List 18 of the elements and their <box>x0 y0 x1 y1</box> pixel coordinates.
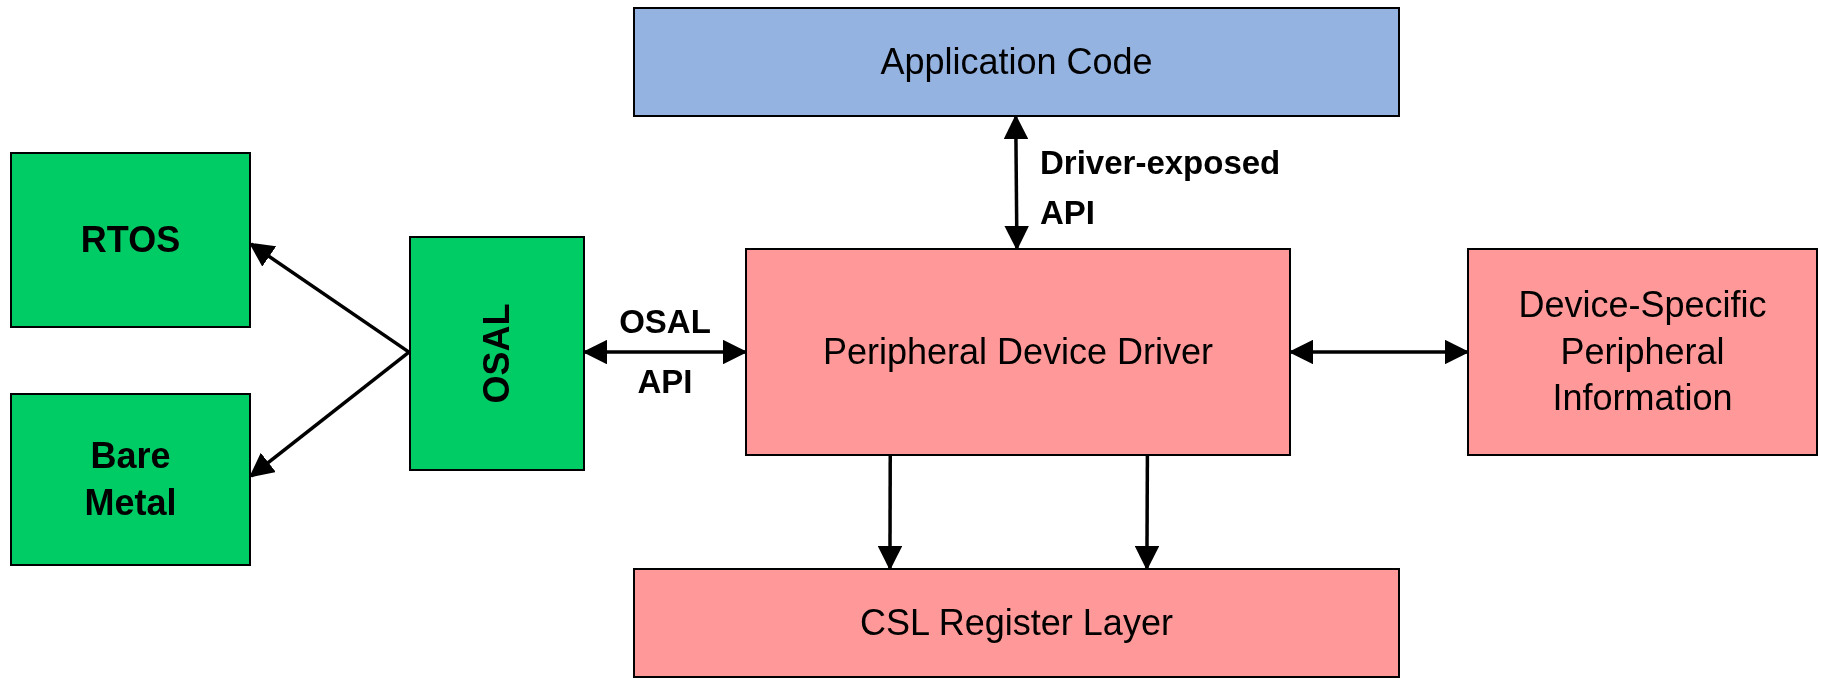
process-box <box>10 152 251 328</box>
process-box <box>409 236 585 471</box>
box-label: Peripheral Device Driver <box>822 329 1214 374</box>
process-box <box>10 393 251 566</box>
process-box <box>1467 248 1818 456</box>
box-label: CSL Register Layer <box>860 600 1173 645</box>
edge-label: OSAL API <box>618 302 712 402</box>
box-label: OSAL <box>474 303 518 404</box>
box-label: RTOS <box>80 217 181 262</box>
process-box <box>745 248 1291 456</box>
arrow <box>1134 456 1160 571</box>
edge-label: Driver-exposed API <box>1040 143 1282 233</box>
process-box <box>633 568 1400 678</box>
box-label: Device-Specific Peripheral Information <box>1517 282 1768 421</box>
process-box <box>633 7 1400 117</box>
arrow <box>877 456 903 571</box>
box-label: Application Code <box>880 39 1153 84</box>
box-label: Bare Metal <box>83 433 178 525</box>
